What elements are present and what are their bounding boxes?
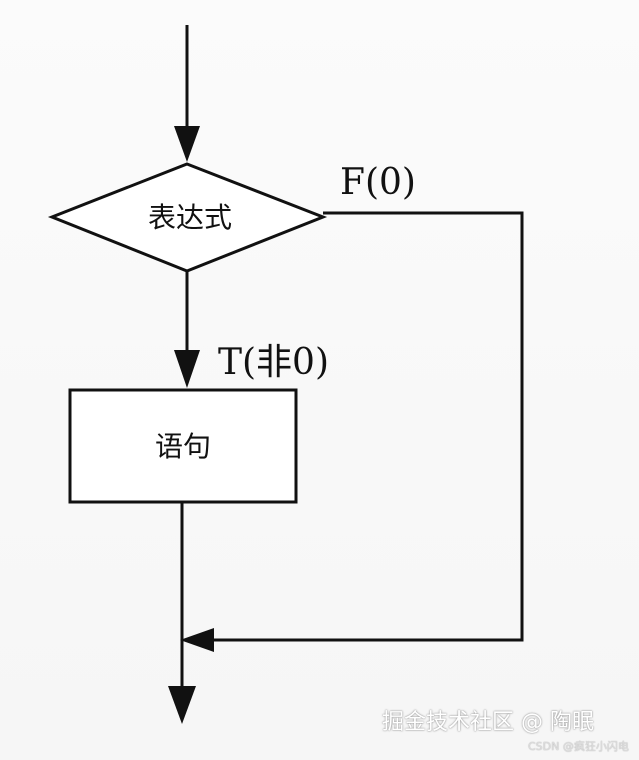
false-edge-line — [212, 211, 524, 642]
true-edge-label: T(非0) — [218, 342, 329, 383]
true-edge-arrowhead — [174, 350, 200, 388]
outgoing-arrowhead — [168, 686, 196, 724]
statement-box — [68, 388, 298, 504]
watermark-sub: CSDN @疯狂小闪电 — [528, 740, 629, 753]
false-edge-label: F(0) — [340, 162, 416, 203]
condition-label: 表达式 — [148, 201, 232, 234]
statement-label: 语句 — [155, 430, 211, 463]
false-edge-arrowhead — [180, 628, 214, 652]
incoming-arrowhead — [174, 126, 200, 162]
watermark-main: 掘金技术社区 @ 陶眠 — [382, 710, 594, 735]
